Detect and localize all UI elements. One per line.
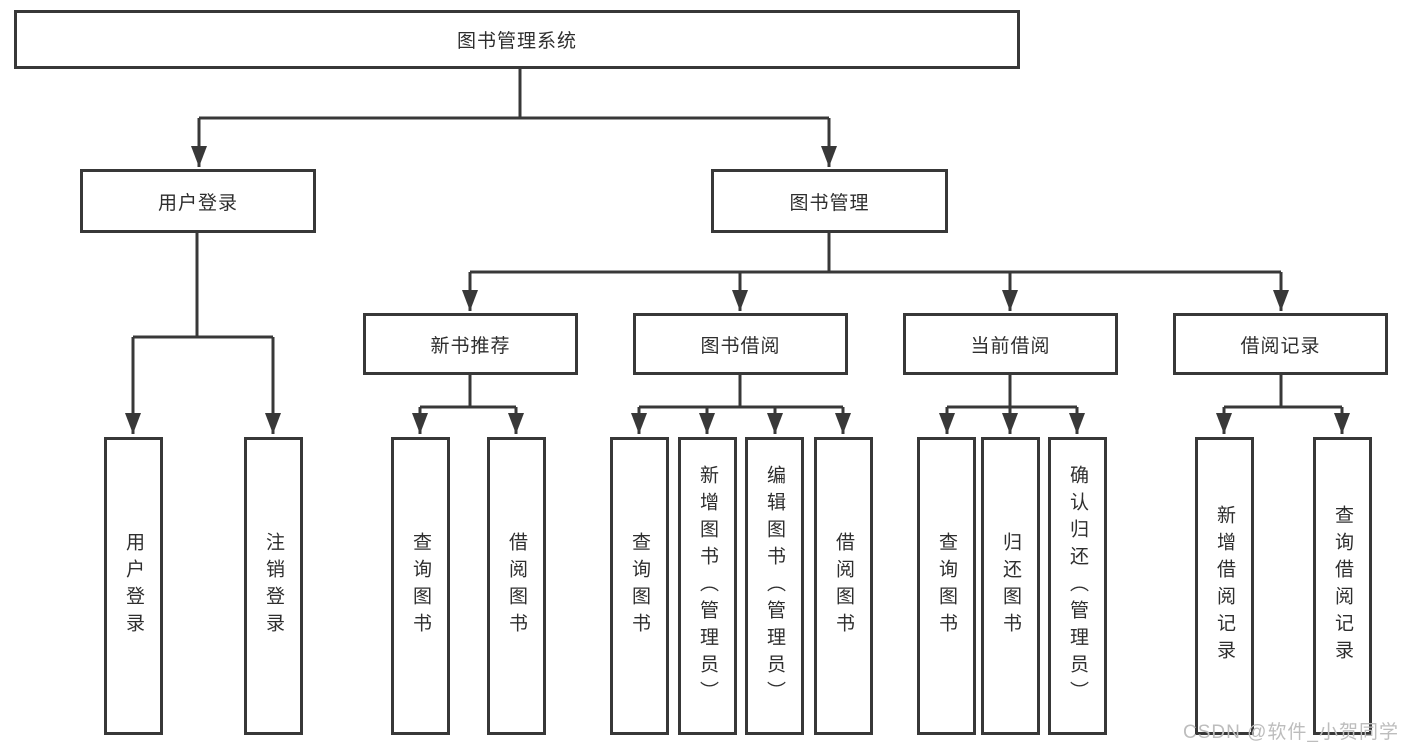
leaf-br-add-record-label: 新增借阅记录 xyxy=(1214,505,1235,667)
leaf-bb-query-book: 查询图书 xyxy=(610,437,669,735)
node-current-borrow: 当前借阅 xyxy=(903,313,1118,375)
node-user-login-label: 用户登录 xyxy=(157,192,238,214)
leaf-br-query-record-label: 查询借阅记录 xyxy=(1332,505,1353,667)
leaf-cb-return-book: 归还图书 xyxy=(981,437,1040,735)
node-current-borrow-label: 当前借阅 xyxy=(970,335,1051,357)
leaf-cb-query-book: 查询图书 xyxy=(917,437,976,735)
leaf-cb-return-book-label: 归还图书 xyxy=(1000,532,1021,640)
leaf-logout: 注销登录 xyxy=(244,437,303,735)
node-book-borrow: 图书借阅 xyxy=(633,313,848,375)
node-borrow-records-label: 借阅记录 xyxy=(1240,335,1321,357)
node-root-label: 图书管理系统 xyxy=(456,31,577,52)
leaf-cb-query-book-label: 查询图书 xyxy=(936,532,957,640)
leaf-nr-borrow-book-label: 借阅图书 xyxy=(506,532,527,640)
leaf-nr-borrow-book: 借阅图书 xyxy=(487,437,546,735)
leaf-br-add-record: 新增借阅记录 xyxy=(1195,437,1254,735)
leaf-bb-edit-book-admin: 编辑图书（管理员） xyxy=(745,437,804,735)
leaf-bb-add-book-admin: 新增图书（管理员） xyxy=(678,437,737,735)
node-book-borrow-label: 图书借阅 xyxy=(700,335,781,357)
node-user-login: 用户登录 xyxy=(80,169,316,233)
leaf-cb-confirm-return-admin: 确认归还（管理员） xyxy=(1048,437,1107,735)
leaf-logout-label: 注销登录 xyxy=(263,532,284,640)
node-root: 图书管理系统 xyxy=(14,10,1020,69)
leaf-bb-borrow-book: 借阅图书 xyxy=(814,437,873,735)
node-new-book-recommend-label: 新书推荐 xyxy=(430,335,511,357)
leaf-bb-borrow-book-label: 借阅图书 xyxy=(833,532,854,640)
leaf-bb-query-book-label: 查询图书 xyxy=(629,532,650,640)
leaf-nr-query-book-label: 查询图书 xyxy=(410,532,431,640)
csdn-watermark: CSDN @软件_小贺同学 xyxy=(1183,722,1399,743)
leaf-nr-query-book: 查询图书 xyxy=(391,437,450,735)
leaf-user-login-label: 用户登录 xyxy=(123,532,144,640)
node-new-book-recommend: 新书推荐 xyxy=(363,313,578,375)
leaf-br-query-record: 查询借阅记录 xyxy=(1313,437,1372,735)
leaf-bb-add-book-admin-label: 新增图书（管理员） xyxy=(697,464,718,708)
node-borrow-records: 借阅记录 xyxy=(1173,313,1388,375)
leaf-cb-confirm-return-admin-label: 确认归还（管理员） xyxy=(1067,464,1088,708)
node-book-management: 图书管理 xyxy=(711,169,948,233)
leaf-bb-edit-book-admin-label: 编辑图书（管理员） xyxy=(764,464,785,708)
leaf-user-login: 用户登录 xyxy=(104,437,163,735)
node-book-management-label: 图书管理 xyxy=(789,192,870,214)
